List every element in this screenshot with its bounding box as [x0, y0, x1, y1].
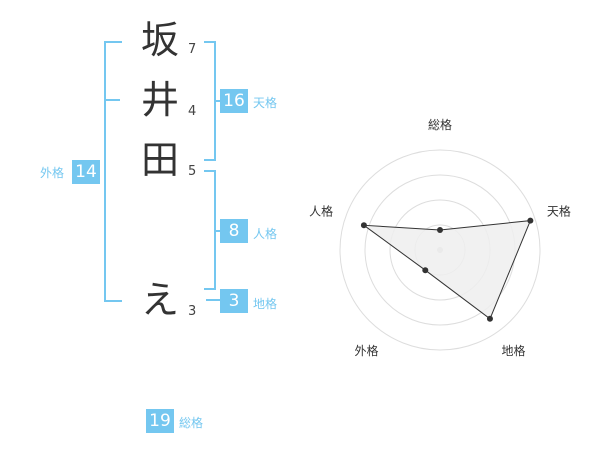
gaikaku-tick: [106, 99, 120, 101]
radar-point-1: [437, 227, 443, 233]
soukaku-label: 総格: [179, 416, 204, 430]
stroke-count-4: 3: [188, 304, 197, 319]
jinkaku-label: 人格: [253, 227, 278, 241]
name-char-3: 田: [140, 138, 179, 182]
stroke-count-2: 4: [188, 104, 197, 119]
tenkaku-tick: [214, 100, 220, 102]
radar-point-2: [527, 217, 534, 224]
name-char-2: 井: [140, 78, 179, 122]
radar-series-polygon: [362, 220, 532, 320]
stroke-count-1: 7: [188, 42, 197, 57]
chikaku-tick: [206, 299, 220, 301]
radar-axis-label-3: 地格: [501, 343, 525, 358]
radar-axis-label-4: 外格: [355, 343, 379, 358]
name-char-1: 坂: [140, 18, 179, 62]
radar-point-3: [486, 315, 493, 322]
soukaku-value: 19: [146, 409, 174, 433]
name-char-4: え: [140, 278, 179, 322]
radar-axis-label-1: 総格: [428, 117, 452, 132]
radar-axis-label-5: 人格: [309, 203, 333, 218]
tenkaku-label: 天格: [253, 96, 278, 110]
radar-point-4: [422, 267, 429, 274]
gaikaku-value: 14: [72, 160, 100, 184]
stroke-count-3: 5: [188, 164, 197, 179]
radar-point-5: [360, 222, 367, 229]
gaikaku-label: 外格: [40, 166, 65, 180]
radar-points: [360, 217, 534, 322]
chikaku-label: 地格: [253, 297, 278, 311]
jinkaku-tick: [214, 230, 220, 232]
gaikaku-bracket: [104, 41, 122, 302]
chikaku-value: 3: [220, 289, 248, 313]
radar-ring-4: [339, 149, 541, 351]
radar-axis-label-2: 天格: [547, 203, 571, 218]
tenkaku-value: 16: [220, 89, 248, 113]
jinkaku-value: 8: [220, 219, 248, 243]
